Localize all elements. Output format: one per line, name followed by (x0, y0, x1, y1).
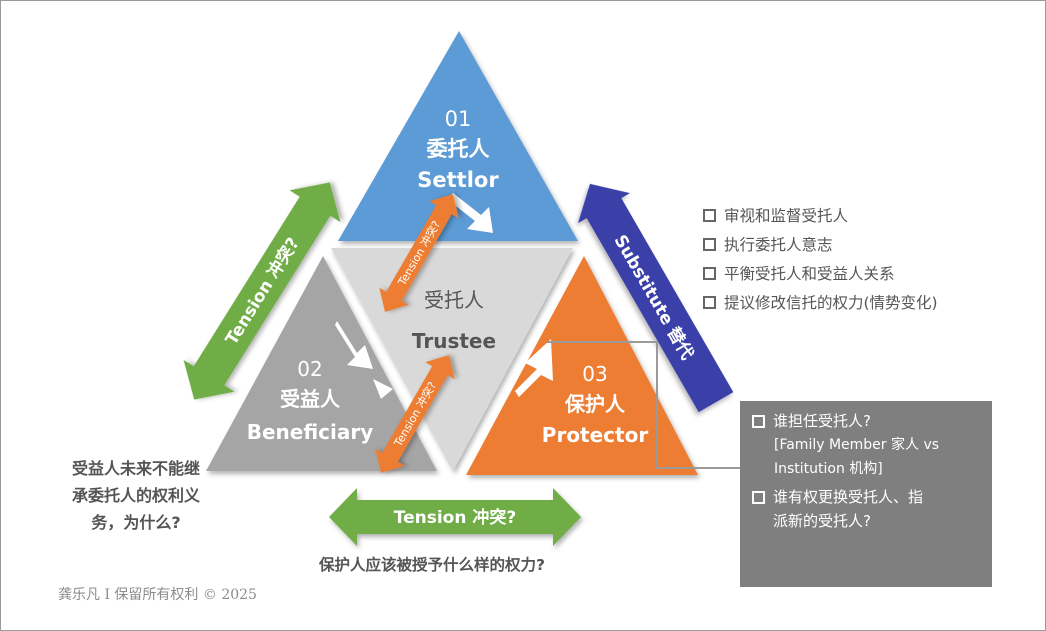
list-item: 审视和监督受托人 (703, 201, 938, 230)
beneficiary-number: 02 (297, 357, 322, 381)
trustee-en: Trustee (412, 329, 496, 353)
role-text: 平衡受托人和受益人关系 (724, 264, 895, 283)
settlor-triangle (338, 31, 578, 241)
question-2-line: 派新的受托人? (773, 512, 871, 530)
beneficiary-question: 受益人未来不能继 承委托人的权利义 务，为什么? (41, 455, 231, 536)
question-row: 谁担任受托人? (752, 409, 982, 433)
protector-cn: 保护人 (564, 392, 626, 416)
checkbox-icon (752, 415, 765, 428)
beneficiary-question-line: 承委托人的权利义 (71, 486, 200, 505)
checkbox-icon (752, 491, 765, 504)
settlor-cn: 委托人 (426, 137, 490, 161)
protector-roles-list: 审视和监督受托人 执行委托人意志 平衡受托人和受益人关系 提议修改信托的权力(情… (703, 201, 938, 317)
question-row: 谁有权更换受托人、指 派新的受托人? (752, 485, 982, 533)
protector-white-arrow (515, 339, 553, 397)
checkbox-icon (703, 267, 716, 280)
list-item: 平衡受托人和受益人关系 (703, 259, 938, 288)
list-item: 执行委托人意志 (703, 230, 938, 259)
beneficiary-question-line: 务，为什么? (91, 513, 181, 532)
settlor-en: Settlor (417, 168, 499, 192)
beneficiary-triangle (206, 256, 437, 471)
checkbox-icon (703, 296, 716, 309)
list-item: 提议修改信托的权力(情势变化) (703, 288, 938, 317)
role-text: 提议修改信托的权力(情势变化) (724, 293, 938, 312)
checkbox-icon (703, 209, 716, 222)
settlor-number: 01 (445, 107, 472, 131)
protector-connector-line (547, 341, 740, 469)
question-2-line: 谁有权更换受托人、指 (773, 488, 924, 506)
role-text: 执行委托人意志 (724, 235, 833, 254)
beneficiary-white-arrow-b (373, 379, 393, 399)
protector-power-question: 保护人应该被授予什么样的权力? (319, 556, 545, 574)
protector-en: Protector (542, 423, 649, 447)
protector-triangle (466, 256, 698, 475)
trustee-cn: 受托人 (424, 288, 484, 312)
trustee-questions-box: 谁担任受托人? [Family Member 家人 vs Institution… (740, 401, 992, 587)
beneficiary-en: Beneficiary (247, 420, 374, 444)
copyright: 龚乐凡 I 保留所有权利 © 2025 (58, 587, 257, 603)
beneficiary-cn: 受益人 (280, 387, 341, 411)
question-1: 谁担任受托人? (773, 412, 871, 430)
tension-bottom-arrow: Tension 冲突? (329, 488, 581, 546)
settlor-white-arrow (447, 193, 493, 233)
question-2: 谁有权更换受托人、指 派新的受托人? (773, 485, 923, 533)
question-1-detail: [Family Member 家人 vs Institution 机构] (752, 433, 982, 481)
beneficiary-question-line: 受益人未来不能继 (71, 459, 200, 478)
beneficiary-white-arrow (335, 321, 373, 369)
protector-number: 03 (582, 362, 607, 386)
checkbox-icon (703, 238, 716, 251)
question-1-detail-line: [Family Member 家人 vs (774, 437, 940, 453)
question-1-detail-line: Institution 机构] (774, 461, 883, 477)
role-text: 审视和监督受托人 (724, 206, 849, 225)
tension-bottom-label: Tension 冲突? (394, 507, 516, 528)
